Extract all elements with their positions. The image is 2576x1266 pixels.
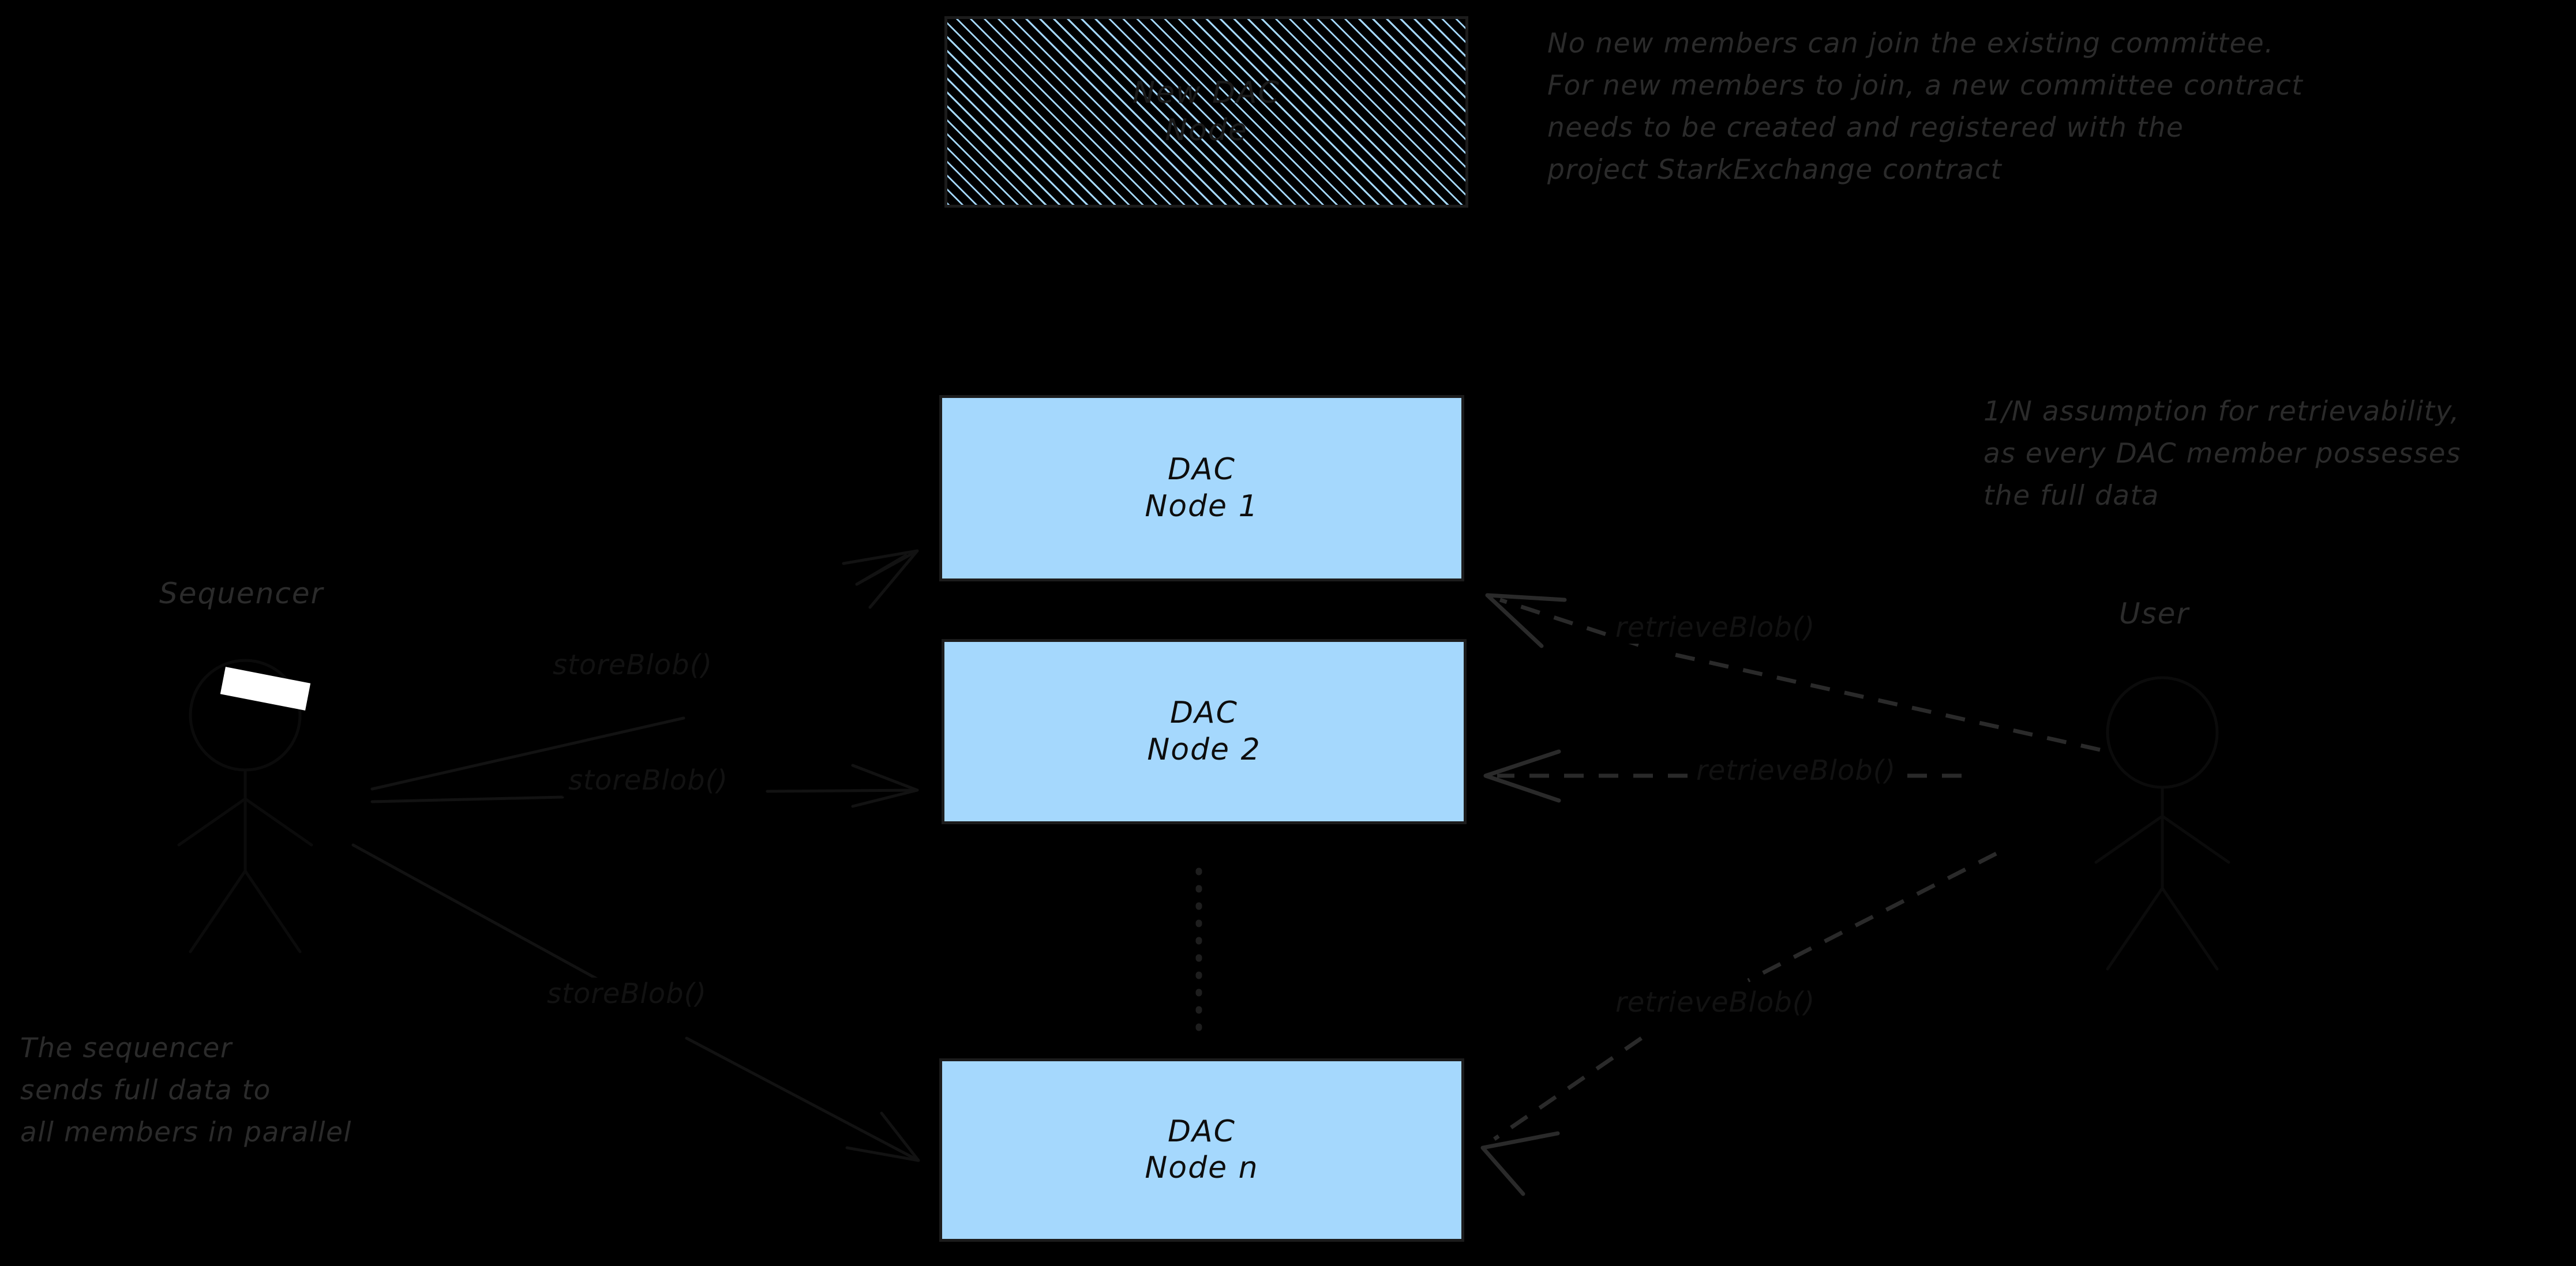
edge-label-retrieve-node-n: retrieveBlob() xyxy=(1610,986,1821,1019)
edge-label-store-node-1: storeBlob() xyxy=(547,649,719,681)
edge-label-store-node-n: storeBlob() xyxy=(541,978,713,1010)
note-sequencer-parallel: The sequencer sends full data to all mem… xyxy=(20,1032,352,1148)
dac-node-n-box[interactable]: DAC Node n xyxy=(939,1058,1464,1242)
new-dac-node-box[interactable]: New DAC Node xyxy=(944,16,1468,208)
dac-node-1-label: DAC Node 1 xyxy=(1145,452,1259,524)
user-label: User xyxy=(2119,597,2189,630)
new-dac-node-label: New DAC Node xyxy=(1133,76,1280,148)
edge-label-retrieve-node-2: retrieveBlob() xyxy=(1690,754,1902,787)
dac-node-2-box[interactable]: DAC Node 2 xyxy=(942,639,1467,824)
arrow-retrieve-node-n xyxy=(1480,851,1997,1196)
note-committee: No new members can join the existing com… xyxy=(1547,28,2304,186)
note-retrievability: 1/N assumption for retrievability, as ev… xyxy=(1983,396,2461,512)
dac-node-2-label: DAC Node 2 xyxy=(1147,696,1261,767)
sequencer-white-tag xyxy=(220,667,311,711)
sequencer-label: Sequencer xyxy=(159,577,324,610)
edge-label-store-node-2: storeBlob() xyxy=(563,764,734,797)
edge-label-retrieve-node-1: retrieveBlob() xyxy=(1610,611,1821,644)
user-person-figure-icon xyxy=(2094,676,2230,971)
dac-node-n-label: DAC Node n xyxy=(1145,1114,1259,1185)
dac-node-1-box[interactable]: DAC Node 1 xyxy=(939,395,1464,581)
